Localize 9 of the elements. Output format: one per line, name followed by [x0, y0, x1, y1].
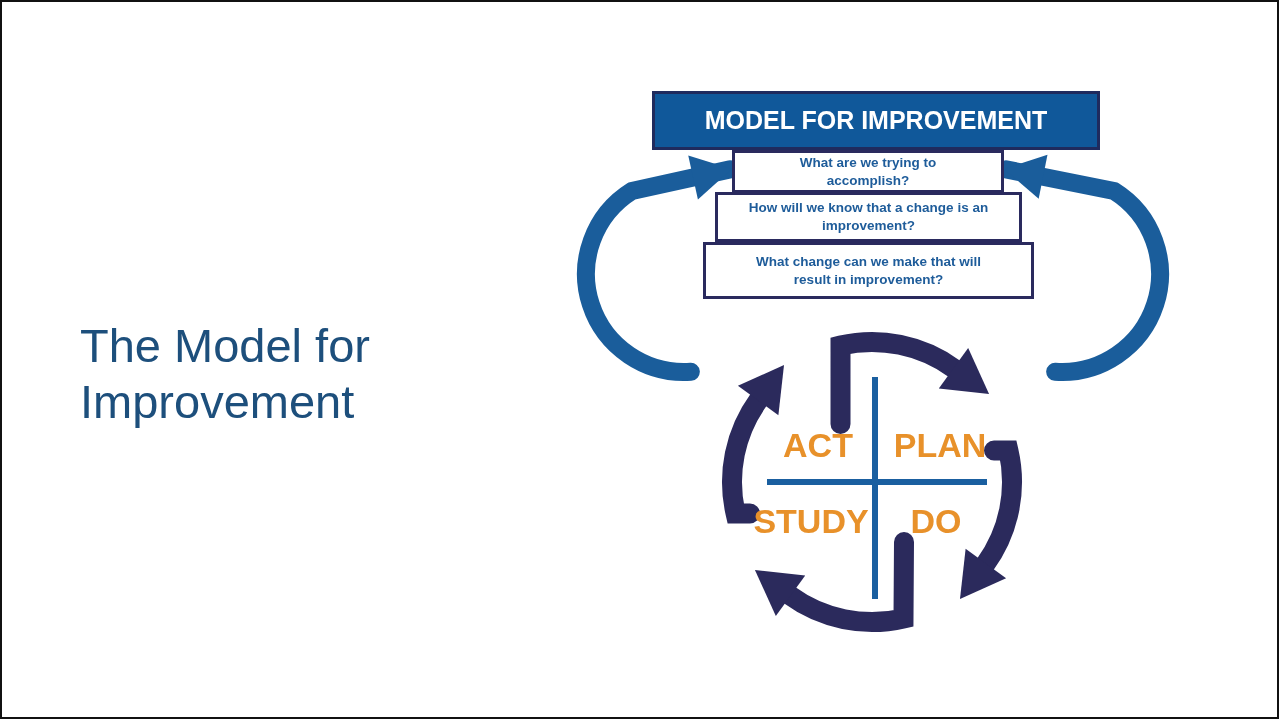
- step-label: PLAN: [892, 425, 988, 466]
- question-box: What change can we make that will result in improvement?: [703, 242, 1034, 299]
- header-banner: MODEL FOR IMPROVEMENT: [652, 91, 1100, 150]
- step-label: ACT: [782, 425, 854, 466]
- slide-title: The Model for Improvement: [80, 318, 371, 431]
- step-label: DO: [909, 501, 963, 542]
- step-label: STUDY: [752, 501, 870, 542]
- question-box: What are we trying to accomplish?: [732, 150, 1004, 193]
- question-box: How will we know that a change is an improvement?: [715, 192, 1022, 242]
